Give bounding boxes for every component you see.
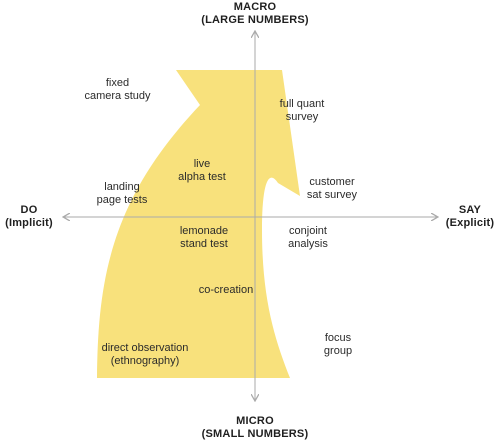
label-customer-sat-survey: customer sat survey [306, 176, 358, 201]
label-live-alpha-test: live alpha test [178, 158, 226, 183]
label-conjoint-analysis: conjoint analysis [288, 225, 328, 250]
axis-title-right: SAY (Explicit) [445, 204, 495, 229]
label-landing-page-tests: landing page tests [96, 181, 148, 206]
curved-arrow-shape [97, 70, 300, 378]
axis-title-top: MACRO (LARGE NUMBERS) [201, 1, 309, 26]
label-co-creation: co-creation [198, 284, 254, 296]
label-lemonade-stand-test: lemonade stand test [179, 225, 229, 250]
label-direct-observation: direct observation (ethnography) [101, 342, 189, 367]
axis-title-bottom: MICRO (SMALL NUMBERS) [201, 415, 309, 440]
label-full-quant-survey: full quant survey [279, 98, 325, 123]
axis-title-left: DO (Implicit) [5, 204, 53, 229]
label-focus-group: focus group [323, 332, 353, 357]
label-fixed-camera-study: fixed camera study [84, 77, 151, 102]
